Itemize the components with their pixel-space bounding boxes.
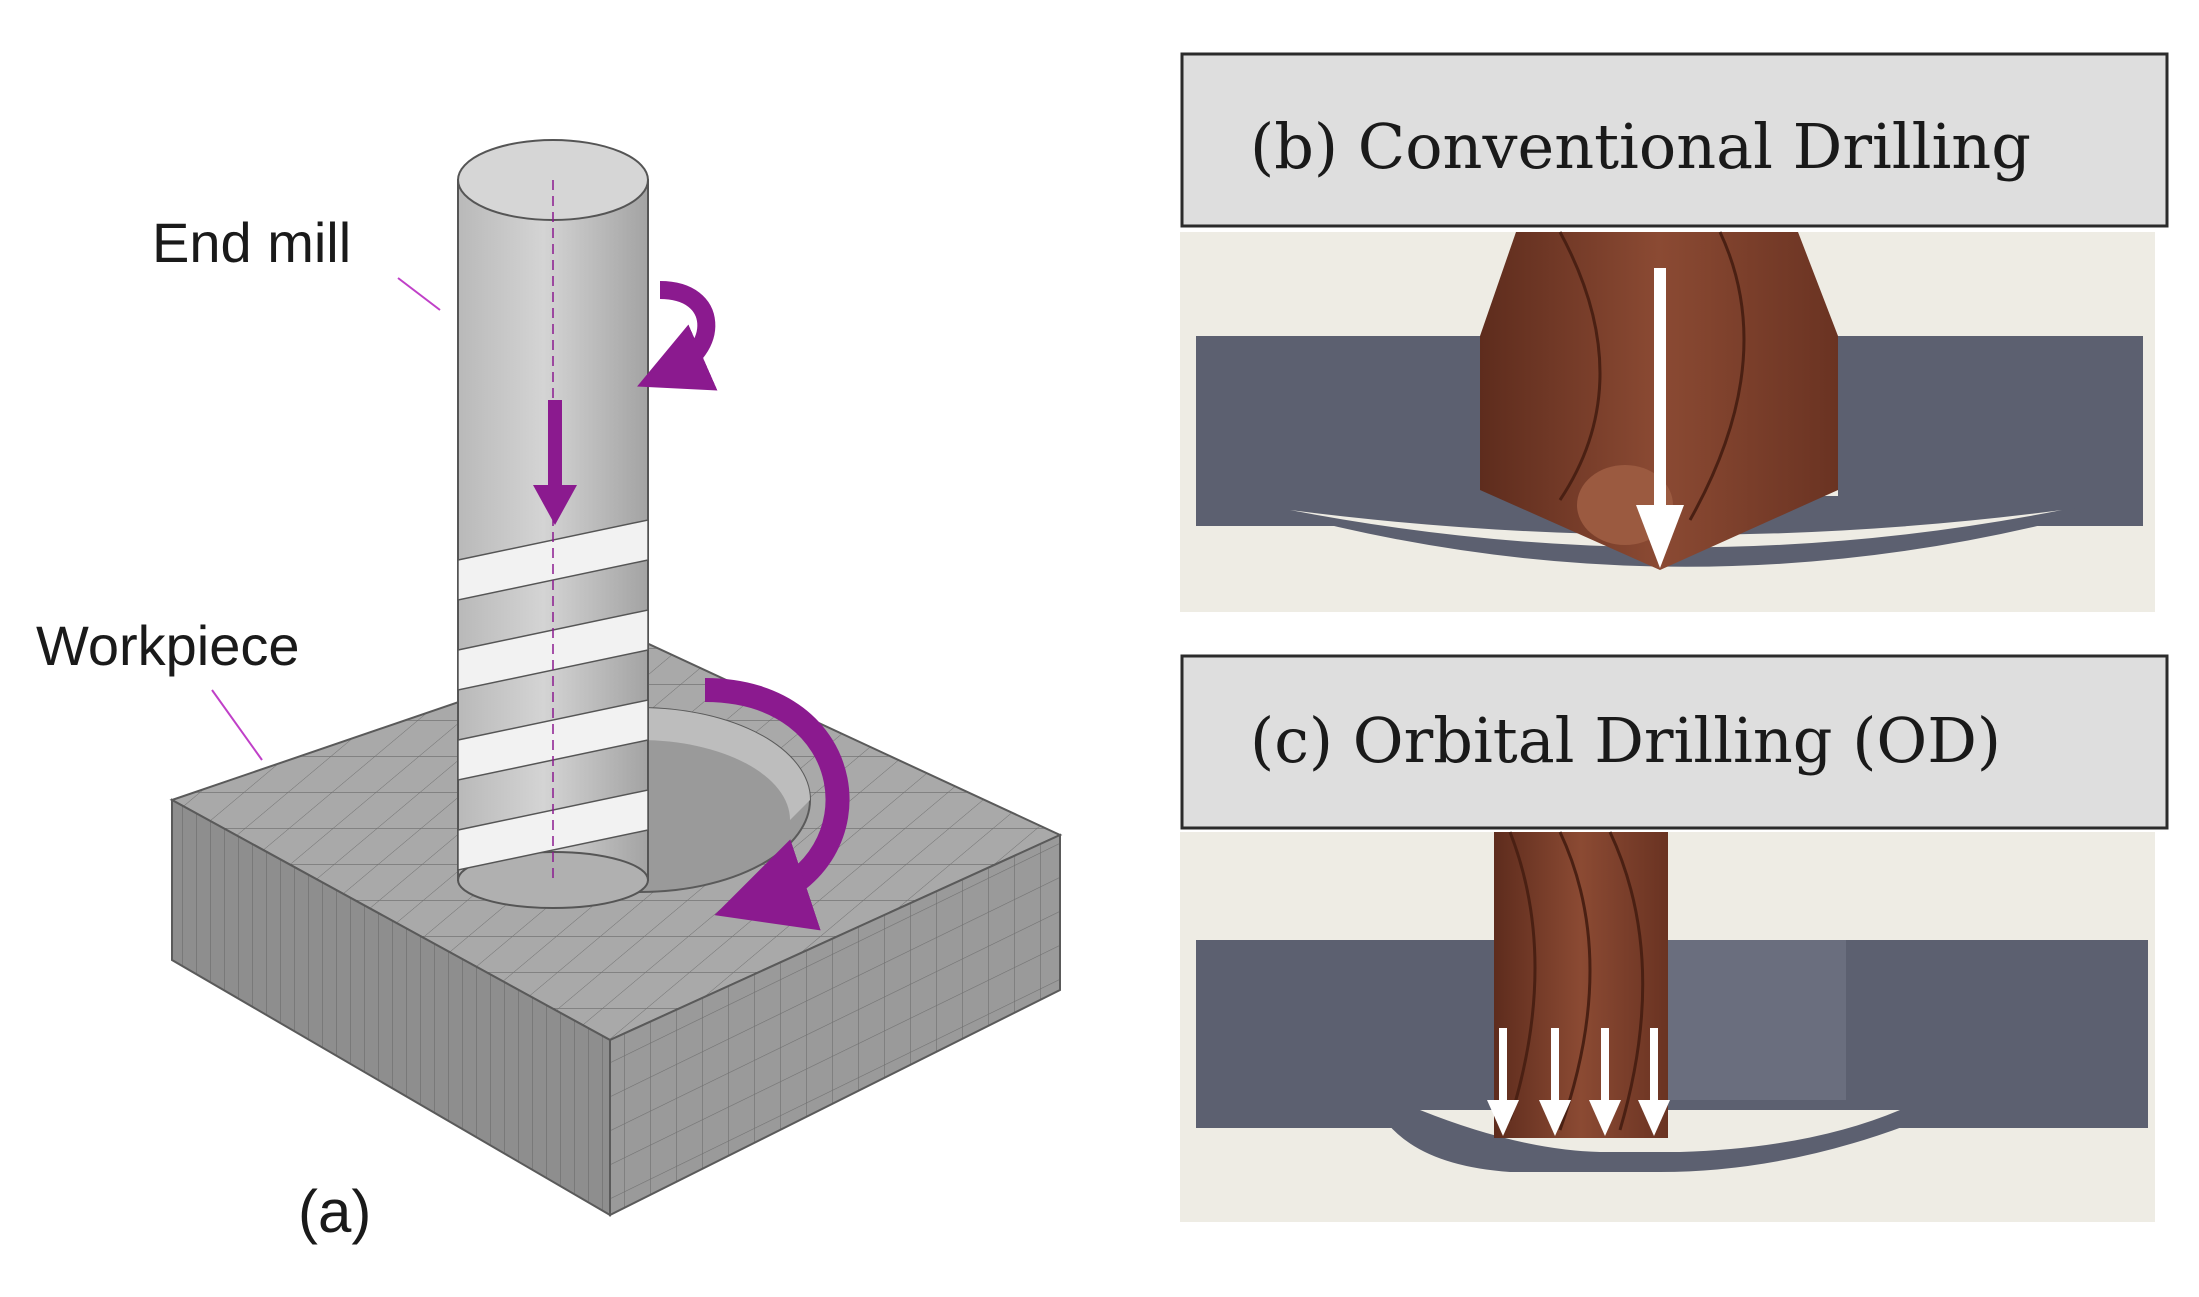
panel-c-title: (c) Orbital Drilling (OD) — [1250, 704, 2001, 777]
panel-c: (c) Orbital Drilling (OD) — [1180, 654, 2169, 1222]
panel-a: End mill Workpiece (a) — [36, 139, 1063, 1245]
panel-b: (b) Conventional Drilling — [1180, 52, 2169, 612]
orbital-end-mill — [1494, 831, 1668, 1138]
workpiece-label: Workpiece — [36, 614, 300, 677]
end-mill-label: End mill — [152, 211, 351, 274]
panel-b-header — [1180, 52, 2169, 228]
end-mill — [457, 139, 649, 909]
panel-c-header — [1180, 654, 2169, 830]
orbit-arrow — [704, 678, 850, 931]
drill-feed-arrow — [1636, 268, 1684, 568]
panel-a-caption: (a) — [298, 1178, 371, 1245]
workpiece-leader — [211, 689, 263, 761]
panel-b-title: (b) Conventional Drilling — [1250, 110, 2031, 183]
end-mill-leader — [397, 277, 441, 311]
spindle-rotation-arrow — [637, 281, 718, 391]
feed-arrow — [533, 400, 577, 525]
orbital-feed-arrows — [1487, 1028, 1670, 1136]
